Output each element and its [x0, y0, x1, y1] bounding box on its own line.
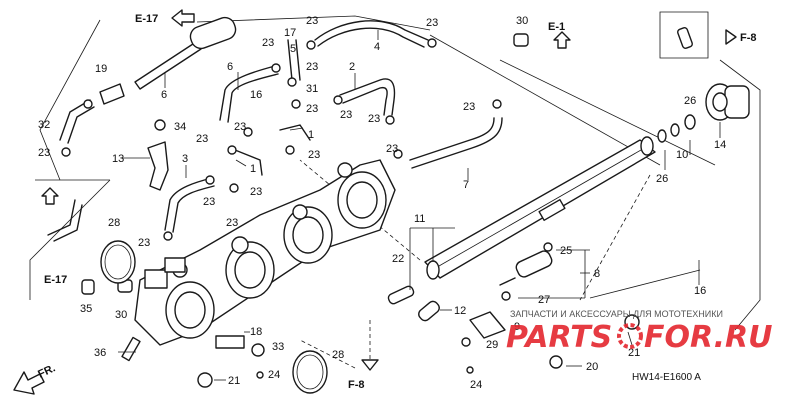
fuel-injector — [499, 242, 553, 301]
callout-23: 23 — [138, 237, 150, 249]
ref-e17-top: E-17 — [135, 13, 158, 25]
callout-4: 4 — [374, 41, 380, 53]
callout-26: 26 — [684, 95, 696, 107]
callout-24: 24 — [268, 369, 280, 381]
watermark-tagline: ЗАПЧАСТИ И АКСЕССУАРЫ ДЛЯ МОТОТЕХНИКИ — [510, 309, 723, 319]
callout-14: 14 — [714, 139, 726, 151]
ref-e1: E-1 — [548, 21, 565, 33]
callout-17: 17 — [284, 27, 296, 39]
callout-6: 6 — [161, 89, 167, 101]
callout-12: 12 — [454, 305, 466, 317]
callout-26: 26 — [656, 173, 668, 185]
watermark-brand-left: PARTS — [506, 320, 612, 355]
callout-10: 10 — [676, 149, 688, 161]
hose-clamps — [61, 38, 502, 241]
callout-3: 3 — [182, 153, 188, 165]
ref-front: FR. — [36, 362, 57, 380]
callout-29: 29 — [486, 339, 498, 351]
callout-23: 23 — [234, 121, 246, 133]
callout-35: 35 — [80, 303, 92, 315]
callout-34: 34 — [174, 121, 186, 133]
callout-32: 32 — [38, 119, 50, 131]
watermark-brand-right: FOR.RU — [644, 320, 773, 355]
front-arrow-icon — [13, 371, 45, 395]
callout-23: 23 — [306, 61, 318, 73]
callout-23: 23 — [308, 149, 320, 161]
callout-23: 23 — [306, 103, 318, 115]
ref-f8-bottom: F-8 — [348, 379, 365, 391]
intake-manifold — [134, 159, 396, 346]
fuel-rail — [424, 136, 656, 280]
callout-23: 23 — [262, 37, 274, 49]
callout-numbers: 23 17 23 4 23 30 6 19 5 6 23 31 2 16 23 … — [38, 15, 726, 391]
pressure-regulator — [657, 83, 750, 143]
callout-23: 23 — [463, 101, 475, 113]
callout-23: 23 — [250, 186, 262, 198]
callout-6: 6 — [227, 61, 233, 73]
callout-20: 20 — [586, 361, 598, 373]
callout-2: 2 — [349, 61, 355, 73]
callout-28: 28 — [108, 217, 120, 229]
callout-16: 16 — [250, 89, 262, 101]
callout-16: 16 — [694, 285, 706, 297]
e17-left-arrow-icon — [41, 187, 59, 205]
callout-7: 7 — [463, 179, 469, 191]
callout-18: 18 — [250, 326, 262, 338]
callout-23: 23 — [203, 196, 215, 208]
hoses — [59, 16, 503, 233]
callout-8: 8 — [594, 268, 600, 280]
ref-e17-left: E-17 — [44, 274, 67, 286]
callout-1: 1 — [308, 129, 314, 141]
callout-21: 21 — [228, 375, 240, 387]
callout-5: 5 — [290, 43, 296, 55]
callout-24: 24 — [470, 379, 482, 391]
callout-11: 11 — [414, 213, 425, 225]
leader-lines — [118, 30, 721, 381]
callout-23: 23 — [226, 217, 238, 229]
callout-25: 25 — [560, 245, 572, 257]
callout-21: 21 — [628, 347, 640, 359]
callout-30: 30 — [516, 15, 528, 27]
callout-23: 23 — [38, 147, 50, 159]
callout-23: 23 — [340, 109, 352, 121]
small-parts — [47, 33, 640, 394]
callout-19: 19 — [95, 63, 107, 75]
callout-33: 33 — [272, 341, 284, 353]
callout-23: 23 — [426, 17, 438, 29]
diagram-code: HW14-E1600 A — [632, 372, 701, 383]
callout-30: 30 — [115, 309, 127, 321]
callout-23: 23 — [368, 113, 380, 125]
reference-arrows — [13, 9, 737, 395]
callout-28: 28 — [332, 349, 344, 361]
callout-22: 22 — [392, 253, 404, 265]
callout-36: 36 — [94, 347, 106, 359]
watermark: ЗАПЧАСТИ И АКСЕССУАРЫ ДЛЯ МОТОТЕХНИКИ PA… — [506, 309, 773, 355]
ref-f8-right: F-8 — [740, 32, 757, 44]
callout-23: 23 — [386, 143, 398, 155]
callout-23: 23 — [306, 15, 318, 27]
callout-27: 27 — [538, 294, 550, 306]
callout-31: 31 — [306, 83, 318, 95]
callout-23: 23 — [196, 133, 208, 145]
callout-13: 13 — [112, 153, 124, 165]
callout-1: 1 — [250, 163, 256, 175]
e1-arrow-icon — [553, 31, 571, 49]
e17-top-arrow-icon — [171, 9, 195, 27]
f8-bottom-arrow-icon — [361, 359, 379, 371]
callout-9: 9 — [514, 321, 520, 333]
watermark-gear-icon — [617, 323, 643, 349]
f8-right-arrow-icon — [725, 29, 737, 45]
